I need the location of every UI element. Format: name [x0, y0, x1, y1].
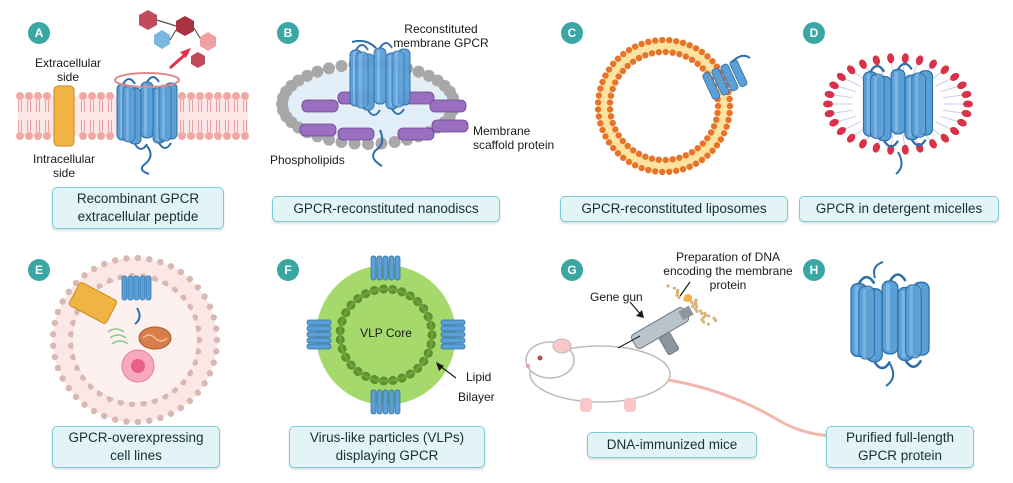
- panel-f-vlp: [306, 255, 466, 415]
- panel-g-caption-line-1: DNA-immunized mice: [606, 437, 738, 452]
- panel-e-caption-line-1: GPCR-overexpressing: [68, 430, 204, 445]
- panel-a-c-tail: [140, 145, 152, 175]
- panel-a-caption-line-1: Recombinant GPCR: [76, 191, 200, 206]
- panel-a-badge: A: [28, 22, 50, 44]
- panel-e-caption: GPCR-overexpressing cell lines: [52, 426, 220, 468]
- panel-b-badge: B: [277, 22, 299, 44]
- panel-f-lipid-label: Lipid: [466, 370, 492, 384]
- panel-e-badge: E: [28, 259, 50, 281]
- panel-a-peptides: [139, 10, 216, 70]
- panel-b-caption-line-1: GPCR-reconstituted nanodiscs: [293, 201, 479, 216]
- panel-f-caption-line-2: displaying GPCR: [335, 448, 439, 463]
- panel-e-caption-line-2: cell lines: [110, 448, 162, 463]
- panel-h-gpcr-icon: [851, 261, 929, 387]
- panel-a-caption: Recombinant GPCR extracellular peptide: [52, 187, 224, 229]
- panel-f-badge: F: [277, 259, 299, 281]
- panel-f-core-label: VLP Core: [360, 326, 412, 340]
- panel-a-caption-line-2: extracellular peptide: [77, 209, 199, 224]
- panel-b-phospholipids-label: Phospholipids: [270, 153, 345, 167]
- panel-d-caption-line-1: GPCR in detergent micelles: [815, 201, 983, 216]
- panel-g-gene-gun-label: Gene gun: [590, 290, 643, 304]
- panel-d-caption: GPCR in detergent micelles: [799, 196, 999, 222]
- panel-f-caption: Virus-like particles (VLPs) displaying G…: [289, 426, 485, 468]
- panel-c-badge: C: [561, 22, 583, 44]
- panel-h-caption-line-1: Purified full-length: [845, 430, 955, 445]
- panel-h-caption: Purified full-length GPCR protein: [826, 426, 974, 468]
- panel-g-caption: DNA-immunized mice: [587, 432, 757, 458]
- panel-b-caption: GPCR-reconstituted nanodiscs: [272, 196, 500, 222]
- panel-a-intracellular-label: Intracellular side: [32, 152, 96, 180]
- panel-f-bilayer-label: Bilayer: [458, 390, 495, 404]
- panel-f-caption-line-1: Virus-like particles (VLPs): [309, 430, 465, 445]
- panel-g-mouse: [525, 281, 849, 438]
- panel-b-gpcr-label: Reconstituted membrane GPCR: [393, 22, 489, 50]
- panel-d-badge: D: [803, 22, 825, 44]
- panel-c-caption-line-1: GPCR-reconstituted liposomes: [581, 201, 767, 216]
- panel-d-micelle: [823, 53, 973, 175]
- panel-a-peptide-highlight: [114, 72, 180, 88]
- panel-b-scaffold-label: Membrane scaffold protein: [473, 124, 555, 152]
- panel-a-extracellular-label: Extracellular side: [34, 56, 102, 84]
- panel-g-dna-label: Preparation of DNA encoding the membrane…: [663, 250, 793, 292]
- panel-e-cell: [49, 254, 221, 426]
- panel-c-liposome: [594, 36, 751, 176]
- panel-b-nanodisc: [276, 39, 469, 167]
- panel-a-channel: [53, 85, 75, 147]
- panel-g-badge: G: [561, 259, 583, 281]
- panel-c-caption: GPCR-reconstituted liposomes: [560, 196, 788, 222]
- panel-h-caption-line-2: GPCR protein: [857, 448, 943, 463]
- panel-h-badge: H: [803, 259, 825, 281]
